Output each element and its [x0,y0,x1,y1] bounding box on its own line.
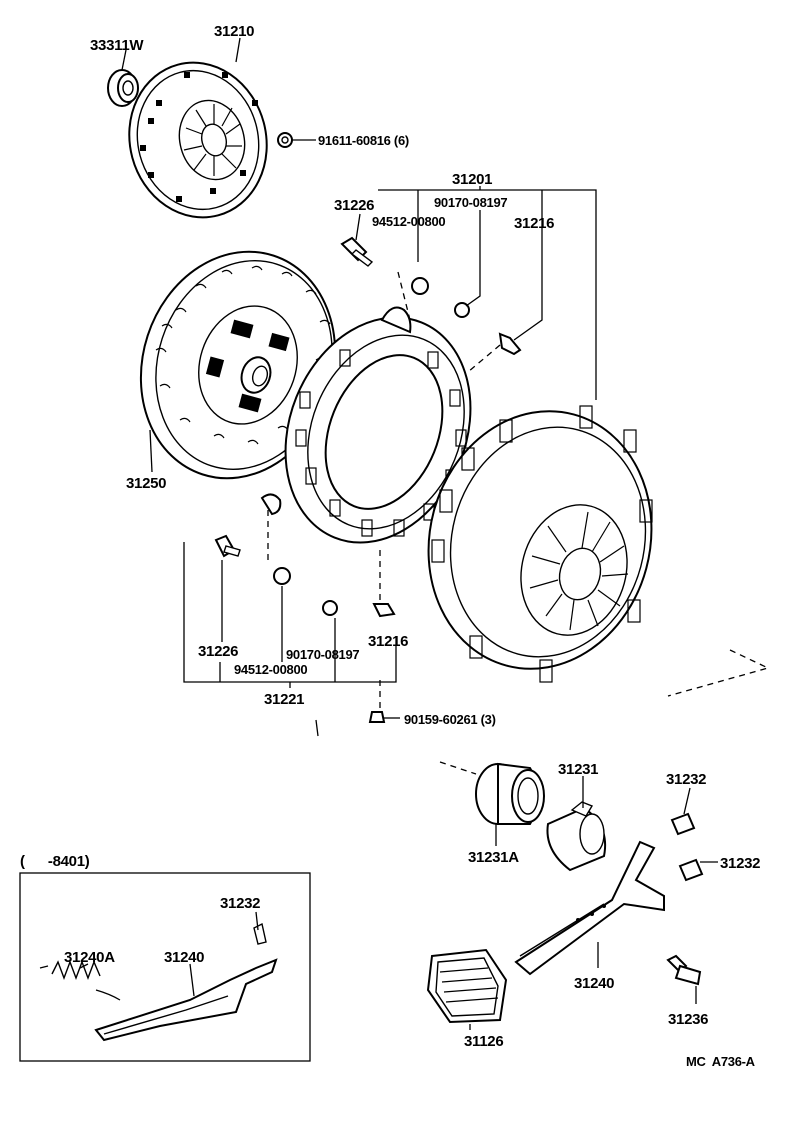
labels: 33311W 31210 91611-60816 (6) 31201 90170… [20,23,761,1069]
release-hub-31231 [546,801,606,872]
label-31240a: 31240A [64,949,115,966]
label-31231a: 31231A [468,849,519,866]
label-31216-bot: 31216 [368,633,408,650]
pressure-plate [260,306,472,544]
label-31250: 31250 [126,475,166,492]
label-31236: 31236 [668,1011,708,1028]
label-31216-top: 31216 [514,215,554,232]
pilot-bearing-33311w [107,69,139,107]
clip-31232-inset [253,922,267,945]
label-90170-bot: 90170-08197 [286,647,359,662]
release-fork-31240 [514,840,665,976]
label-range: ( -8401) [20,853,90,870]
label-31232-b: 31232 [720,855,760,872]
upper-hardware [340,236,522,373]
label-31221: 31221 [264,691,304,708]
label-31231: 31231 [558,761,598,778]
clutch-cover-31210 [128,61,268,219]
pivot-31236 [666,954,702,1004]
spring-31240a [39,960,121,1001]
label-31232-a: 31232 [666,771,706,788]
clip-31232-a [670,812,696,836]
diagram-code: MC A736-A [686,1054,756,1069]
bolt-91611 [277,132,316,148]
label-31126: 31126 [464,1033,503,1050]
clip-31232-b [678,858,704,882]
boot-31126 [426,948,508,1024]
clutch-disc-31250 [139,250,337,480]
label-31232-box: 31232 [220,895,260,912]
label-94512-bot: 94512-00800 [234,662,307,677]
leader-lines [79,37,770,1030]
label-31226-bot: 31226 [198,643,238,660]
label-91611: 91611-60816 (6) [318,133,409,148]
label-94512-top: 94512-00800 [372,214,445,229]
release-bearing-31231a [475,762,545,825]
lower-hardware [214,510,396,723]
label-31201: 31201 [452,171,492,188]
inset-box-8401 [19,872,311,1062]
label-31226-top: 31226 [334,197,374,214]
fork-31240-inset [94,958,278,1042]
label-90159: 90159-60261 (3) [404,712,496,727]
clutch-cover-assy-31201 [427,405,653,683]
label-33311w: 33311W [90,37,144,54]
label-90170-top: 90170-08197 [434,195,507,210]
label-31240: 31240 [574,975,614,992]
label-31210: 31210 [214,23,254,40]
label-31240-box: 31240 [164,949,204,966]
